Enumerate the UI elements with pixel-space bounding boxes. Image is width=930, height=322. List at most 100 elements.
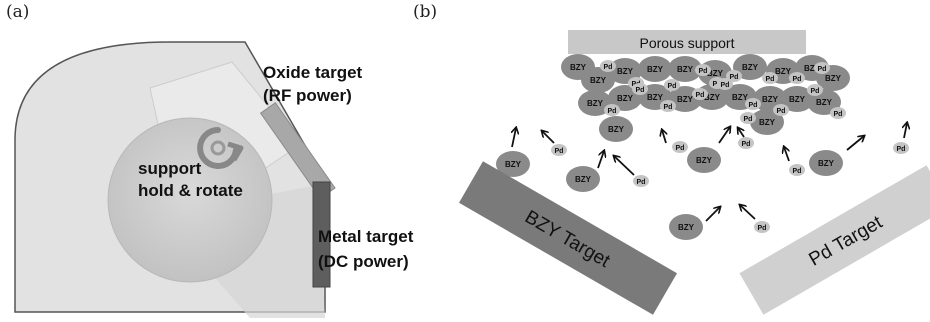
- bzy-particle-label: BZY: [742, 63, 759, 72]
- pd-particle-label: Pd: [636, 87, 645, 94]
- pd-particle-label: Pd: [604, 64, 613, 71]
- bzy-particle-label: BZY: [590, 76, 607, 85]
- bzy-particle: BZY: [638, 56, 672, 82]
- flux-arrow: [614, 156, 635, 176]
- pd-particle: Pd: [664, 79, 680, 91]
- pd-particle-label: Pd: [676, 145, 685, 152]
- pd-particle-label: Pd: [744, 116, 753, 123]
- bzy-particle: BZY: [750, 109, 784, 135]
- bzy-particle-label: BZY: [707, 69, 724, 78]
- pd-particle-label: Pd: [777, 108, 786, 115]
- bzy-particle-label: BZY: [816, 98, 833, 107]
- pd-particle: Pd: [551, 144, 567, 156]
- pd-particle-label: Pd: [758, 225, 767, 232]
- bzy-particle-label: BZY: [678, 223, 695, 232]
- metal-target-power: (DC power): [318, 252, 409, 271]
- pd-particle-label: Pd: [637, 179, 646, 186]
- pd-particle-label: Pd: [721, 82, 730, 89]
- pd-particle: Pd: [745, 98, 761, 110]
- pd-particle-label: Pd: [664, 104, 673, 111]
- bzy-particle: BZY: [599, 116, 633, 142]
- flux-arrow: [542, 131, 555, 144]
- pd-particle: Pd: [604, 104, 620, 116]
- porous-support-label: Porous support: [640, 35, 735, 51]
- flux-arrow: [662, 130, 666, 144]
- pd-particle-label: Pd: [766, 76, 775, 83]
- pd-target-bar: [739, 165, 930, 315]
- flux-arrow: [784, 147, 790, 162]
- bzy-particle: BZY: [809, 150, 843, 176]
- pd-particle: Pd: [692, 88, 708, 100]
- pd-particle: Pd: [600, 60, 616, 72]
- pd-particle: Pd: [717, 78, 733, 90]
- bzy-particle-label: BZY: [677, 95, 694, 104]
- porous-support-bar: [568, 30, 806, 54]
- flux-arrow: [904, 123, 907, 139]
- pd-particle-label: Pd: [713, 81, 722, 88]
- bzy-particle-label: BZY: [608, 125, 625, 134]
- pd-particle-label: Pd: [696, 92, 705, 99]
- pd-particle-label: Pd: [668, 83, 677, 90]
- pd-particle: Pd: [632, 83, 648, 95]
- bzy-particle-label: BZY: [647, 93, 664, 102]
- support-action-label: hold & rotate: [138, 181, 243, 200]
- rotate-icon: [197, 127, 244, 169]
- pd-particle: Pd: [672, 141, 688, 153]
- panel-a-label: (a): [6, 2, 30, 22]
- pd-particle-label: Pd: [555, 148, 564, 155]
- flux-arrow: [738, 128, 745, 138]
- bzy-particle: BZY: [581, 67, 615, 93]
- bzy-particle: BZY: [668, 56, 702, 82]
- bzy-particle: BZY: [566, 166, 600, 192]
- metal-target-label: Metal target: [318, 227, 414, 246]
- pd-particle-label: Pd: [608, 108, 617, 115]
- bzy-particle: BZY: [733, 54, 767, 80]
- pd-particle-label: Pd: [793, 76, 802, 83]
- bzy-particle-label: BZY: [759, 118, 776, 127]
- bzy-target-bar: [459, 161, 677, 315]
- bzy-particle-label: BZY: [762, 95, 779, 104]
- bzy-particle-label: BZY: [825, 74, 842, 83]
- bzy-particle: BZY: [780, 86, 814, 112]
- bzy-particle: BZY: [496, 151, 530, 177]
- support-label: support: [138, 159, 202, 178]
- bzy-particle-label: BZY: [575, 175, 592, 184]
- pd-particle-label: Pd: [834, 111, 843, 118]
- pd-particle-label: Pd: [699, 68, 708, 75]
- pd-particle: Pd: [762, 72, 778, 84]
- pd-particle: Pd: [773, 104, 789, 116]
- bzy-particle-label: BZY: [804, 64, 821, 73]
- flux-arrow: [705, 207, 720, 222]
- pd-particle-label: Pd: [818, 66, 827, 73]
- pd-particle: Pd: [814, 62, 830, 74]
- pd-particle-label: Pd: [897, 146, 906, 153]
- bzy-particle-label: BZY: [732, 93, 749, 102]
- bzy-particle-label: BZY: [775, 67, 792, 76]
- pd-particle: Pd: [660, 100, 676, 112]
- bzy-particle-label: BZY: [617, 67, 634, 76]
- pd-particle-label: Pd: [793, 168, 802, 175]
- bzy-particle: BZY: [669, 214, 703, 240]
- pd-particle-label: Pd: [811, 88, 820, 95]
- pd-particle: Pd: [830, 107, 846, 119]
- bzy-particle-label: BZY: [647, 65, 664, 74]
- bzy-particle-label: BZY: [818, 159, 835, 168]
- pd-particle-label: Pd: [749, 102, 758, 109]
- bzy-particle-label: BZY: [677, 65, 694, 74]
- pd-particle: Pd: [754, 221, 770, 233]
- support-disk: [107, 117, 273, 283]
- pd-particle-label: Pd: [730, 74, 739, 81]
- flux-arrow: [718, 127, 730, 144]
- pd-particle: Pd: [738, 137, 754, 149]
- flux-arrow: [597, 151, 604, 169]
- arrow-layer: [512, 123, 907, 222]
- bzy-particle-label: BZY: [587, 99, 604, 108]
- bzy-particle-label: BZY: [617, 94, 634, 103]
- pd-particle: Pd: [789, 72, 805, 84]
- sputter-chamber: Oxide target (RF power) support hold & r…: [14, 41, 414, 318]
- bzy-particle-label: BZY: [704, 93, 721, 102]
- flux-arrow: [846, 136, 864, 151]
- pd-particle: Pd: [807, 84, 823, 96]
